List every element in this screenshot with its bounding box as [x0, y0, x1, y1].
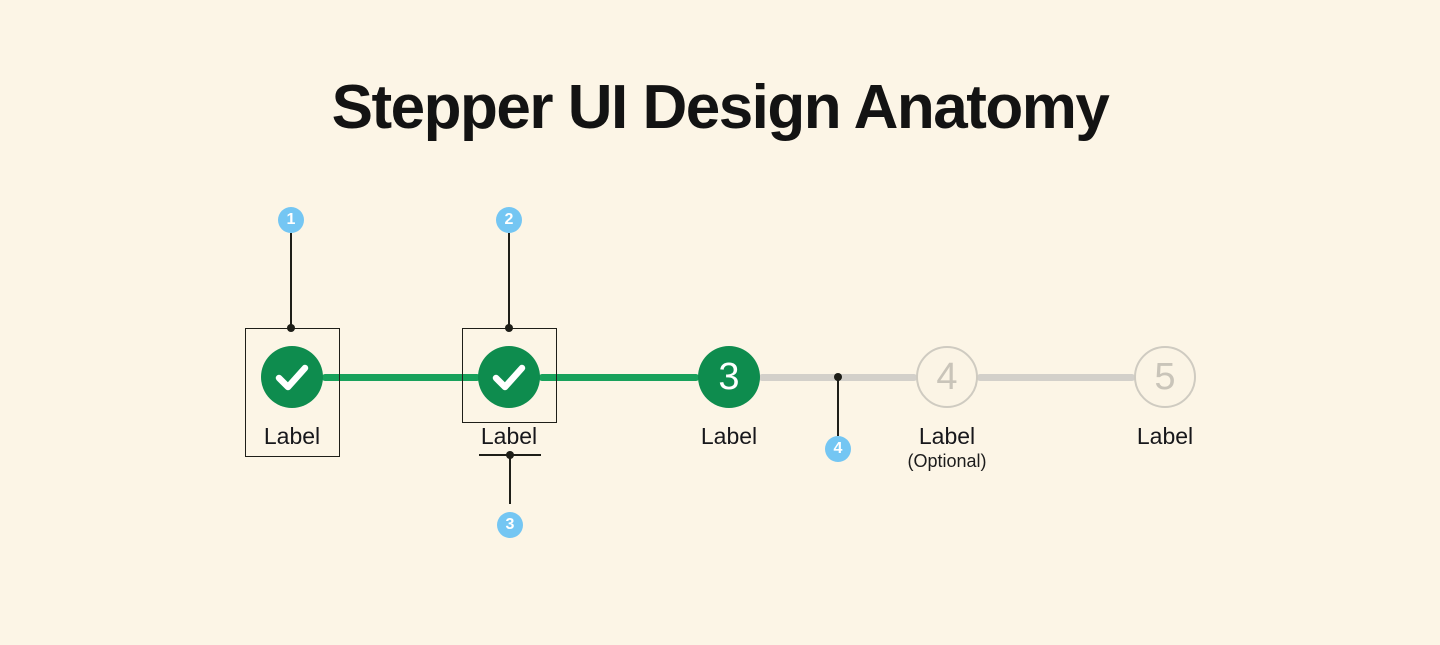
step-2-label: Label [480, 423, 538, 449]
callout-badge-4: 4 [825, 436, 851, 462]
step-4-optional-label: (Optional) [907, 451, 987, 471]
callout-badge-3: 3 [497, 512, 523, 538]
step-3-number: 3 [718, 356, 740, 398]
step-4-number: 4 [936, 356, 958, 398]
step-3-circle[interactable]: 3 [698, 346, 760, 408]
step-4-circle[interactable]: 4 [916, 346, 978, 408]
leader-dot-4 [834, 373, 842, 381]
step-2-circle[interactable] [478, 346, 540, 408]
step-1-circle[interactable] [261, 346, 323, 408]
step-5-circle[interactable]: 5 [1134, 346, 1196, 408]
leader-line-1 [290, 233, 292, 328]
leader-line-4 [837, 379, 839, 436]
annotation-box-step1 [245, 328, 340, 457]
leader-dot-2 [505, 324, 513, 332]
check-icon [478, 346, 540, 408]
step-4-label: Label [918, 423, 976, 449]
annotation-box-step2 [462, 328, 557, 423]
callout-badge-2: 2 [496, 207, 522, 233]
step-1-label: Label [263, 423, 321, 449]
step-3-label: Label [700, 423, 758, 449]
connector-step2-step3 [539, 374, 699, 381]
page-title: Stepper UI Design Anatomy [331, 73, 1110, 142]
step-5-number: 5 [1154, 356, 1176, 398]
leader-line-2 [508, 233, 510, 328]
leader-dot-1 [287, 324, 295, 332]
connector-step1-step2 [322, 374, 480, 381]
check-icon [261, 346, 323, 408]
step-5-label: Label [1136, 423, 1194, 449]
leader-line-3 [509, 455, 511, 504]
callout-badge-1: 1 [278, 207, 304, 233]
connector-step4-step5 [977, 374, 1135, 381]
